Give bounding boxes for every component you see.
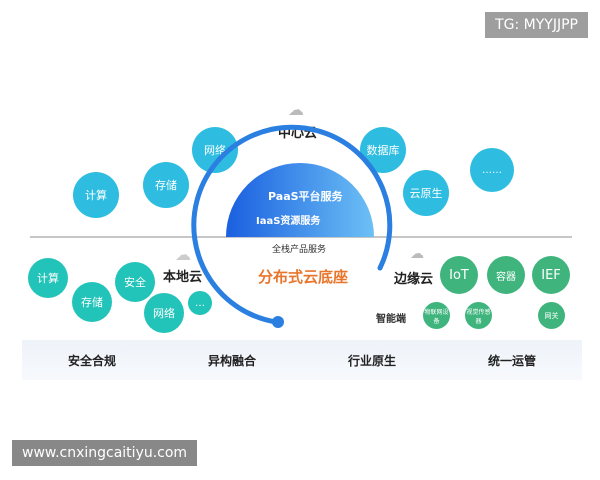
local-item: …: [188, 291, 212, 315]
smart-item: 视觉传感器: [465, 302, 492, 329]
cloud-icon: ☁: [410, 246, 424, 262]
bottom-item: 异构融合: [207, 353, 256, 368]
edge-item: IEF: [532, 256, 570, 294]
local-item: 计算: [28, 258, 68, 298]
stack-label: 全栈产品服务: [272, 245, 327, 255]
center-item: ……: [470, 148, 514, 192]
arc-end-dot: [272, 316, 284, 328]
center-item: 云原生: [403, 170, 449, 216]
edge-item: IoT: [440, 256, 478, 294]
center-item: 计算: [73, 172, 119, 218]
watermark-top: TG: MYYJJPP: [485, 12, 588, 38]
cloud-icon: ☁: [288, 100, 304, 119]
local-cloud-title: 本地云: [163, 270, 203, 285]
edge-item: 容器: [487, 256, 525, 294]
watermark-bottom: www.cnxingcaitiyu.com: [12, 440, 198, 466]
bottom-item: 安全合规: [67, 353, 116, 368]
smart-item: 网关: [538, 302, 565, 329]
local-item: 存储: [72, 282, 112, 322]
local-item: 安全: [115, 262, 155, 302]
smart-end-title: 智能端: [376, 314, 406, 325]
bottom-item: 行业原生: [347, 353, 396, 368]
edge-cloud-title: 边缘云: [394, 272, 434, 287]
cloud-icon: ☁: [175, 245, 191, 264]
iaas-label: IaaS资源服务: [256, 216, 321, 227]
local-item: 网络: [144, 293, 184, 333]
smart-item: 物联网设备: [423, 302, 450, 329]
paas-label: PaaS平台服务: [268, 190, 343, 203]
bottom-bar: 安全合规 异构融合 行业原生 统一运管: [22, 340, 582, 380]
center-item: 存储: [143, 162, 189, 208]
core-dome: [226, 163, 374, 237]
core-title: 分布式云底座: [258, 268, 349, 286]
bottom-item: 统一运管: [487, 353, 536, 368]
core-arc: [191, 124, 393, 325]
